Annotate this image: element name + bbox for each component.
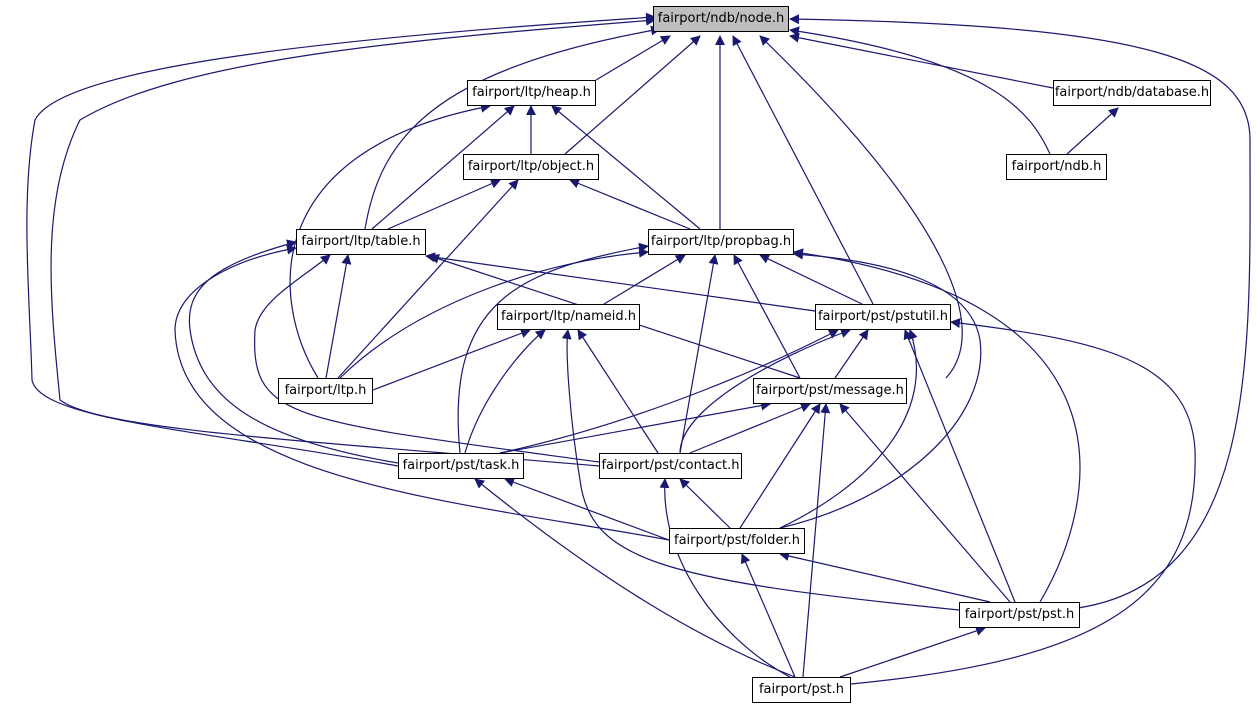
edge-ndb-to-node — [789, 26, 1051, 155]
edge-table-to-object — [387, 179, 501, 230]
edge-pstutil-to-table — [425, 252, 816, 312]
edge-contact-to-node — [50, 15, 656, 467]
edge-contact-to-table — [254, 254, 600, 463]
node-ltp-heap-h[interactable]: fairport/ltp/heap.h — [467, 80, 596, 106]
node-ltp-propbag-h[interactable]: fairport/ltp/propbag.h — [648, 229, 794, 255]
edge-database-to-node — [789, 32, 1054, 89]
edge-psth-to-folder — [740, 553, 796, 678]
edge-task-to-pstutil — [499, 329, 839, 454]
edge-pst-to-node — [789, 14, 1251, 609]
edge-ltp-to-nameid — [372, 328, 531, 391]
edge-heap-to-node — [595, 35, 671, 81]
edge-task-to-propbag — [457, 242, 649, 454]
edge-psth-to-task — [474, 478, 796, 678]
node-ltp-nameid-h[interactable]: fairport/ltp/nameid.h — [497, 304, 640, 330]
edge-propbag-to-heap — [551, 105, 701, 230]
edge-folder-to-message — [739, 403, 821, 529]
edge-psth-to-pst — [839, 626, 986, 678]
node-ltp-table-h[interactable]: fairport/ltp/table.h — [296, 229, 426, 255]
edge-table-to-node — [364, 25, 661, 230]
edge-contact-to-message — [689, 402, 811, 454]
edge-table-to-heap — [371, 105, 515, 230]
edge-task-to-table — [188, 239, 399, 464]
edge-pst-to-message — [839, 403, 1011, 603]
edge-message-to-node — [759, 35, 963, 379]
node-pst-contact-h[interactable]: fairport/pst/contact.h — [599, 453, 742, 479]
node-pst-task-h[interactable]: fairport/pst/task.h — [398, 453, 524, 479]
edge-psth-to-contact — [659, 478, 791, 678]
edge-propbag-to-object — [569, 178, 691, 230]
edge-ltp-to-propbag — [339, 247, 649, 379]
edge-pst-to-folder — [779, 551, 991, 603]
edge-folder-to-propbag — [779, 249, 982, 529]
edge-database-to-ndb — [1066, 107, 1119, 155]
edge-task-to-nameid — [464, 329, 546, 454]
edge-psth-to-pstutil — [850, 318, 1196, 685]
node-pst-pst-h[interactable]: fairport/pst/pst.h — [959, 602, 1080, 628]
node-ltp-object-h[interactable]: fairport/ltp/object.h — [463, 154, 599, 180]
edge-folder-to-pstutil — [779, 329, 918, 529]
edge-object-to-node — [564, 35, 701, 155]
edge-folder-to-task — [504, 477, 670, 541]
node-ltp-h[interactable]: fairport/ltp.h — [278, 378, 373, 404]
edge-ltp-to-object — [337, 179, 519, 379]
edge-folder-to-table — [174, 244, 670, 541]
node-ndb-node-h: fairport/ndb/node.h — [653, 6, 789, 32]
edge-folder-to-contact — [679, 478, 731, 529]
edge-pst-to-nameid — [561, 329, 960, 611]
edge-pst-to-pstutil — [903, 329, 1016, 603]
node-ndb-database-h[interactable]: fairport/ndb/database.h — [1053, 80, 1211, 106]
node-pst-pstutil-h[interactable]: fairport/pst/pstutil.h — [815, 304, 951, 330]
node-pst-message-h[interactable]: fairport/pst/message.h — [753, 378, 907, 404]
edge-task-to-message — [499, 400, 771, 454]
edge-contact-to-pstutil — [679, 328, 851, 454]
edge-task-to-node — [26, 12, 656, 467]
edge-nameid-to-propbag — [603, 254, 686, 305]
edge-pstutil-to-node — [732, 35, 874, 305]
node-pst-h[interactable]: fairport/pst.h — [752, 677, 851, 703]
edge-psth-to-message — [802, 403, 831, 678]
node-ndb-h[interactable]: fairport/ndb.h — [1006, 154, 1107, 180]
edge-contact-to-nameid — [577, 329, 659, 454]
edge-pstutil-to-propbag — [759, 254, 863, 305]
edge-pst-to-propbag — [793, 248, 1081, 603]
edge-message-to-propbag — [733, 254, 801, 379]
edge-ltp-to-table — [325, 254, 352, 379]
edge-contact-to-propbag — [679, 254, 719, 454]
edge-message-to-pstutil — [834, 329, 869, 379]
node-pst-folder-h[interactable]: fairport/pst/folder.h — [669, 528, 805, 554]
